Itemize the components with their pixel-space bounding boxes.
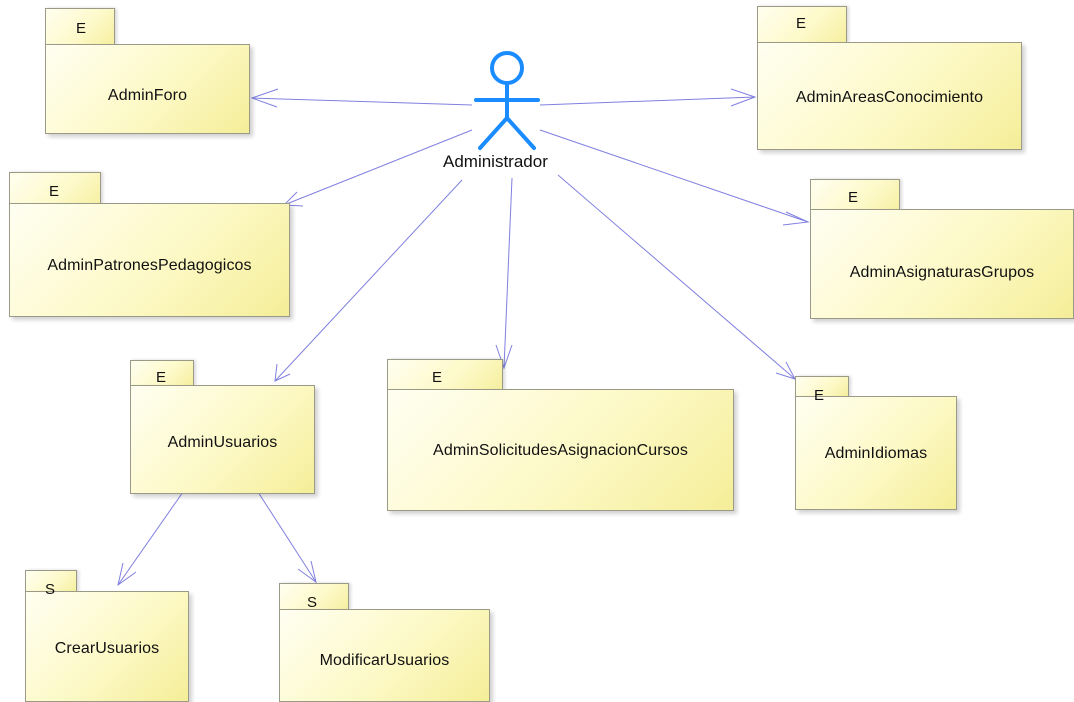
package-admin-idiomas[interactable]: E AdminIdiomas [795,376,957,510]
arrow-to-admin-solicitudes[interactable] [495,177,513,370]
arrow-to-crear-usuarios[interactable] [117,491,184,587]
package-tab [130,360,194,386]
package-name: AdminIdiomas [824,445,928,462]
package-body [25,591,189,702]
package-name: CrearUsuarios [54,640,160,657]
package-name: AdminUsuarios [167,434,278,451]
package-modificar-usuarios[interactable]: S ModificarUsuarios [279,583,490,702]
package-stereotype: S [307,594,318,611]
package-name: AdminAreasConocimiento [795,89,984,106]
package-name: AdminForo [107,87,188,104]
package-stereotype: E [796,15,807,32]
package-body [387,389,734,511]
package-stereotype: E [49,183,60,200]
arrow-to-admin-usuarios[interactable] [274,179,463,382]
package-body [279,609,490,702]
package-tab [795,376,849,397]
actor-label: Administrador [443,152,548,171]
package-body [757,42,1022,150]
package-stereotype: E [76,20,87,37]
actor-head [490,51,524,85]
package-stereotype: E [848,189,859,206]
package-admin-asignaturas-grupos[interactable]: E AdminAsignaturasGrupos [810,179,1074,319]
package-tab [387,359,503,390]
package-stereotype: E [814,387,825,404]
arrow-to-admin-areas-conocimiento[interactable] [539,88,757,107]
package-tab [9,172,101,209]
actor-right-leg [505,116,536,150]
package-admin-foro[interactable]: E AdminForo [45,8,250,134]
package-admin-patrones-pedagogicos[interactable]: E AdminPatronesPedagogicos [9,172,290,317]
package-name: AdminAsignaturasGrupos [849,264,1035,281]
package-tab [757,6,847,43]
package-admin-solicitudes[interactable]: E AdminSolicitudesAsignacionCursos [387,359,734,511]
package-tab [279,583,349,610]
package-admin-usuarios[interactable]: E AdminUsuarios [130,360,315,494]
package-admin-areas-conocimiento[interactable]: E AdminAreasConocimiento [757,6,1022,150]
package-body [130,385,315,494]
package-body [45,44,250,134]
actor-left-leg [478,116,509,150]
package-tab [45,8,115,45]
package-name: AdminPatronesPedagogicos [47,257,252,274]
arrow-to-modificar-usuarios[interactable] [257,491,317,584]
package-body [810,209,1074,319]
package-stereotype: E [432,369,443,386]
arrow-to-admin-asignaturas-grupos[interactable] [539,129,810,226]
arrows [117,88,810,587]
package-stereotype: E [156,369,167,386]
package-crear-usuarios[interactable]: S CrearUsuarios [25,570,189,702]
package-name: ModificarUsuarios [319,652,450,669]
arrow-to-admin-foro[interactable] [250,88,473,108]
package-body [9,203,290,317]
package-name: AdminSolicitudesAsignacionCursos [433,442,688,459]
package-tab [25,570,77,592]
package-body [795,396,957,510]
actor-figure[interactable] [474,51,540,150]
package-stereotype: S [45,581,56,598]
